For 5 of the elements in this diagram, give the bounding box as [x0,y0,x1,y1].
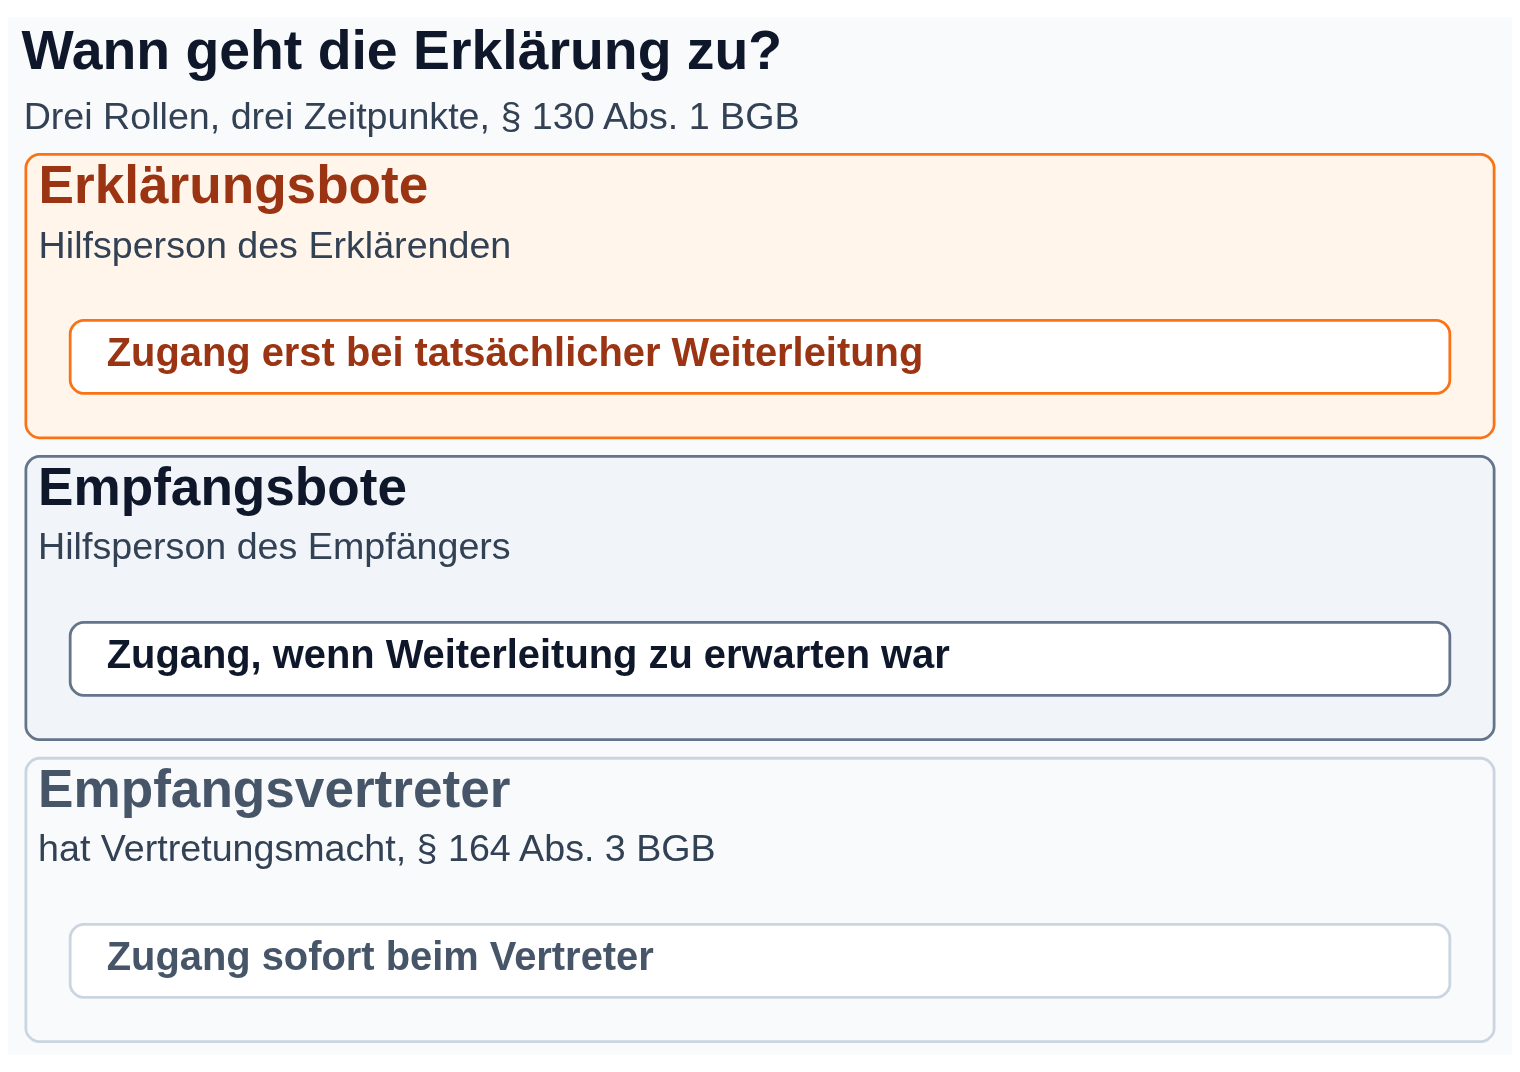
diagram-title: Wann geht die Erklärung zu? [21,19,783,82]
node-box: Zugang erst bei tatsächlicher Weiterleitung [68,319,1452,395]
label: Drei Rollen, drei Zeitpunkte, § 130 Abs. 1 BGB [23,94,800,137]
node-box: Zugang, wenn Weiterleitung zu erwarten war [68,621,1452,697]
node-box: Zugang sofort beim Vertreter [68,922,1452,999]
